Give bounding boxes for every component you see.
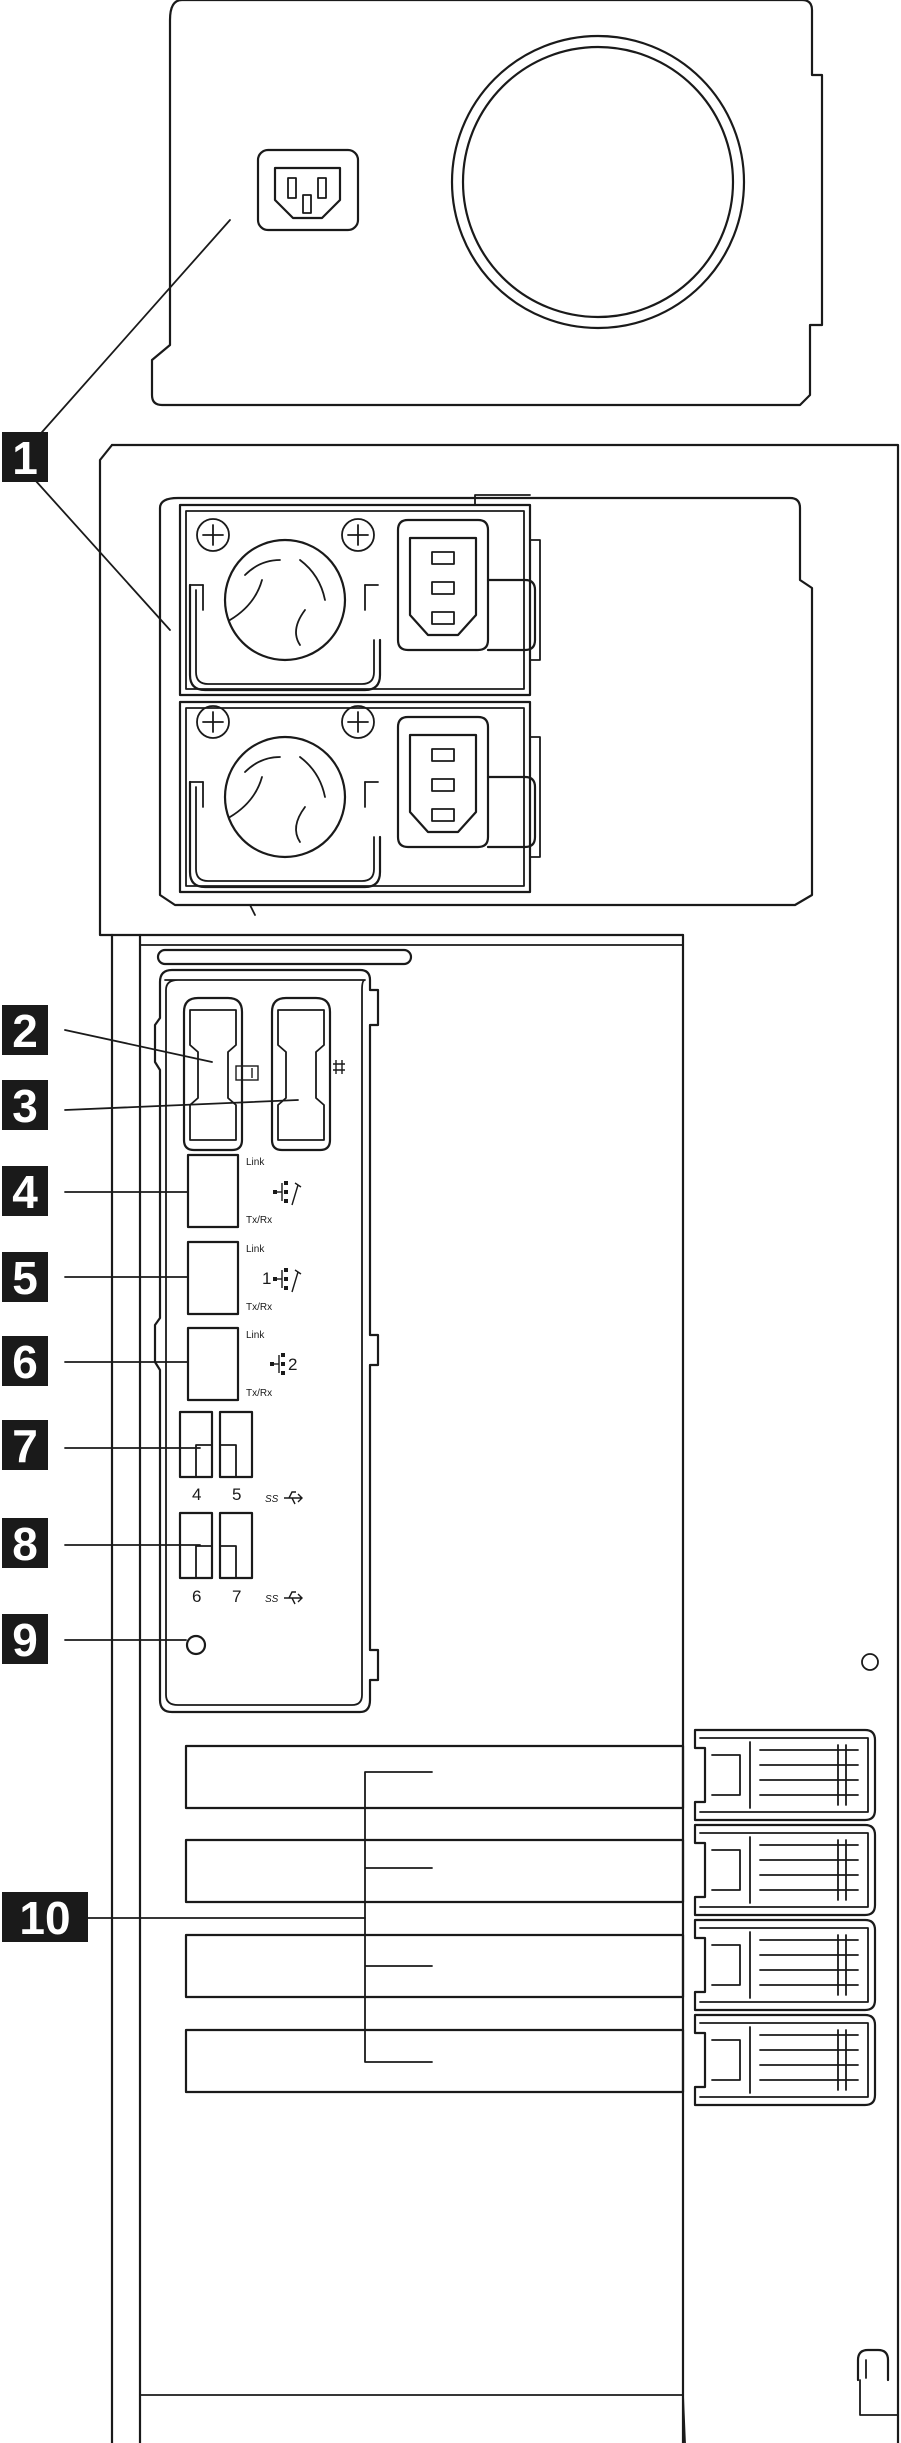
svg-text:SS: SS: [265, 1594, 279, 1605]
ethernet-port-1: Link Tx/Rx 1: [186, 1240, 302, 1316]
svg-text:1: 1: [12, 432, 38, 484]
usb-ports-6-7: 6 7 SS: [178, 1511, 303, 1606]
power-inlet-icon: [256, 148, 360, 232]
callout-8: 8: [2, 1518, 48, 1570]
svg-text:8: 8: [12, 1518, 38, 1570]
top-psu-housing: [150, 0, 824, 407]
link-label: Link: [246, 1244, 265, 1255]
svg-text:9: 9: [12, 1614, 38, 1666]
pcie-slots: [184, 1728, 877, 2107]
usb-port-number: 4: [192, 1485, 201, 1504]
vga-port: [182, 996, 259, 1152]
callout-2: 2: [2, 1005, 48, 1057]
callout-leaders: [34, 219, 366, 1919]
txrx-label: Tx/Rx: [246, 1302, 272, 1313]
svg-text:5: 5: [12, 1252, 38, 1304]
callout-5: 5: [2, 1252, 48, 1304]
power-inlet-icon: [396, 518, 490, 652]
callout-6: 6: [2, 1336, 48, 1388]
network-icon: [270, 1353, 285, 1375]
svg-text:6: 6: [12, 1336, 38, 1388]
usb-ports-4-5: 4 5 SS: [178, 1410, 303, 1505]
serial-icon: [333, 1060, 345, 1074]
usb-port-number: 7: [232, 1587, 241, 1606]
callout-1: 1: [2, 432, 48, 484]
callout-9: 9: [2, 1614, 48, 1666]
vga-icon: [235, 1065, 259, 1081]
power-supply-2: [178, 700, 541, 894]
network-wrench-icon: [273, 1268, 302, 1293]
network-wrench-icon: [273, 1181, 302, 1206]
svg-text:10: 10: [19, 1892, 70, 1944]
screw-icon: [341, 705, 375, 739]
chassis: [98, 443, 900, 2443]
link-label: Link: [246, 1157, 265, 1168]
pcie-slot: [184, 1838, 685, 1904]
screw-icon: [196, 705, 230, 739]
nmi-button: [185, 1634, 207, 1656]
svg-text:2: 2: [12, 1005, 38, 1057]
callout-10: 10: [2, 1892, 88, 1944]
usb-icon: SS: [265, 1491, 303, 1505]
callout-3: 3: [2, 1080, 48, 1132]
serial-port: [270, 996, 345, 1152]
link-label: Link: [246, 1330, 265, 1341]
pcie-slot: [184, 1933, 685, 1999]
pcie-slot: [184, 2028, 685, 2094]
pcie-slot-latch: [693, 2013, 877, 2107]
power-supply-1: [178, 494, 541, 697]
ethernet-port-number: 1: [262, 1269, 271, 1288]
svg-text:4: 4: [12, 1166, 38, 1218]
fan-grille: [450, 34, 746, 330]
usb-port-number: 5: [232, 1485, 241, 1504]
pcie-slot-latch: [693, 1918, 877, 2012]
management-ethernet-port: Link Tx/Rx: [186, 1153, 302, 1229]
screw-icon: [196, 518, 230, 552]
txrx-label: Tx/Rx: [246, 1388, 272, 1399]
psu-bay: [158, 496, 814, 916]
svg-text:3: 3: [12, 1080, 38, 1132]
usb-port-number: 6: [192, 1587, 201, 1606]
svg-text:SS: SS: [265, 1494, 279, 1505]
ethernet-port-number: 2: [288, 1355, 297, 1374]
callout-7: 7: [2, 1420, 48, 1472]
pcie-slot-latch: [693, 1823, 877, 1917]
usb-icon: SS: [265, 1591, 303, 1605]
screw-icon: [341, 518, 375, 552]
rear-io-panel: [153, 968, 380, 1714]
power-inlet-icon: [396, 715, 490, 849]
pcie-slot-latch: [693, 1728, 877, 1822]
pcie-slot: [184, 1744, 685, 1810]
svg-text:7: 7: [12, 1420, 38, 1472]
ethernet-port-2: Link Tx/Rx 2: [186, 1326, 297, 1402]
txrx-label: Tx/Rx: [246, 1215, 272, 1226]
callout-4: 4: [2, 1166, 48, 1218]
